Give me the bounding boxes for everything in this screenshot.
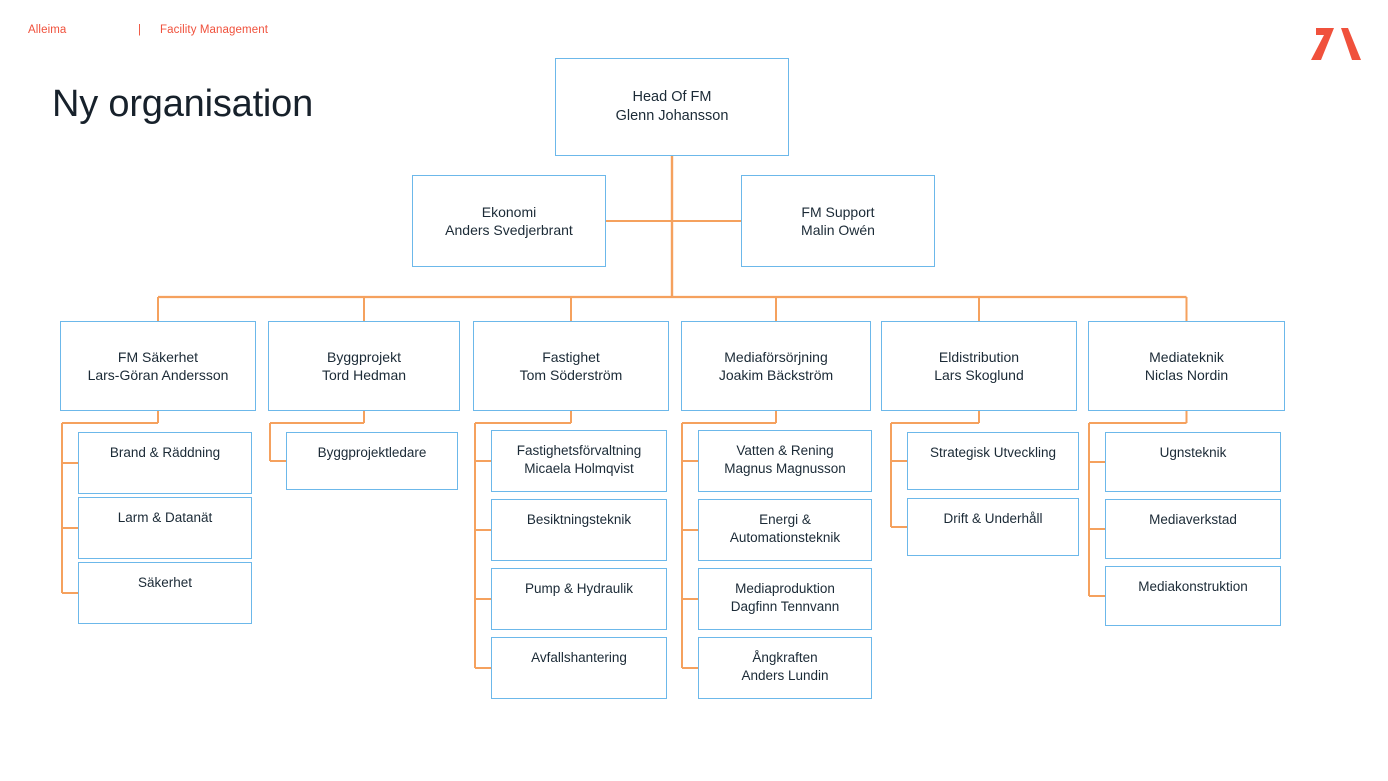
node-person: Joakim Bäckström: [718, 367, 834, 383]
node-role: Ekonomi: [481, 203, 537, 220]
node-role: Fastighetsförvaltning: [516, 443, 642, 458]
brand-divider: |: [138, 24, 141, 36]
node-sub-6-3[interactable]: Mediakonstruktion: [1105, 566, 1281, 626]
node-head-of-fm[interactable]: Head Of FM Glenn Johansson: [555, 58, 789, 156]
node-role: FM Säkerhet: [117, 348, 199, 365]
node-person: Tom Söderström: [519, 367, 623, 383]
node-sub-1-3[interactable]: Säkerhet: [78, 562, 252, 624]
node-sub-2-1[interactable]: Byggprojektledare: [286, 432, 458, 490]
node-person: Lars Skoglund: [934, 367, 1024, 383]
node-sub-3-2[interactable]: Besiktningsteknik: [491, 499, 667, 561]
node-role: Besiktningsteknik: [526, 512, 632, 527]
node-sub-1-2[interactable]: Larm & Datanät: [78, 497, 252, 559]
node-role: Säkerhet: [137, 575, 193, 590]
node-role: Brand & Räddning: [109, 445, 221, 460]
node-role: Mediaproduktion: [735, 581, 835, 596]
node-sub-1-1[interactable]: Brand & Räddning: [78, 432, 252, 494]
node-person: Anders Svedjerbrant: [445, 222, 573, 238]
node-role: Vatten & Rening: [736, 443, 834, 458]
node-role: Byggprojekt: [327, 348, 401, 365]
node-person: Dagfinn Tennvann: [730, 598, 840, 614]
slide-header: Alleima | Facility Management: [28, 24, 268, 36]
node-person: Anders Lundin: [741, 667, 829, 683]
node-sub-6-1[interactable]: Ugnsteknik: [1105, 432, 1281, 492]
alleima-logo: [1308, 22, 1364, 66]
node-role: Pump & Hydraulik: [524, 581, 634, 596]
node-sub-3-4[interactable]: Avfallshantering: [491, 637, 667, 699]
node-role: FM Support: [801, 203, 875, 220]
node-role: Larm & Datanät: [117, 510, 213, 525]
node-person: Micaela Holmqvist: [524, 460, 634, 476]
node-role: Mediateknik: [1149, 348, 1224, 365]
node-role: Drift & Underhåll: [943, 511, 1043, 526]
brand-name: Alleima: [28, 24, 67, 36]
node-role: Mediakonstruktion: [1138, 579, 1248, 594]
node-role: Fastighet: [542, 348, 600, 365]
node-person: Magnus Magnusson: [724, 460, 846, 476]
node-person: Automationsteknik: [729, 529, 841, 545]
node-sub-4-2[interactable]: Energi & Automationsteknik: [698, 499, 872, 561]
node-role: Mediaverkstad: [1149, 512, 1237, 527]
node-role: Ugnsteknik: [1159, 445, 1227, 460]
node-role: Ångkraften: [752, 650, 818, 665]
node-role: Head Of FM: [632, 88, 712, 105]
node-person: Malin Owén: [801, 222, 875, 238]
node-person: Niclas Nordin: [1144, 367, 1229, 383]
unit-name: Facility Management: [160, 24, 268, 36]
node-sub-5-1[interactable]: Strategisk Utveckling: [907, 432, 1079, 490]
node-person: Glenn Johansson: [615, 108, 729, 124]
node-role: Energi &: [759, 512, 811, 527]
node-person: Lars-Göran Andersson: [87, 367, 229, 383]
node-sub-5-2[interactable]: Drift & Underhåll: [907, 498, 1079, 556]
node-person: Tord Hedman: [321, 367, 407, 383]
node-role: Byggprojektledare: [317, 445, 427, 460]
node-role: Eldistribution: [938, 348, 1020, 365]
node-role: Strategisk Utveckling: [929, 445, 1057, 460]
page-title: Ny organisation: [52, 83, 314, 126]
node-role: Avfallshantering: [531, 650, 627, 665]
node-sub-6-2[interactable]: Mediaverkstad: [1105, 499, 1281, 559]
node-sub-3-3[interactable]: Pump & Hydraulik: [491, 568, 667, 630]
node-role: Mediaförsörjning: [724, 348, 828, 365]
